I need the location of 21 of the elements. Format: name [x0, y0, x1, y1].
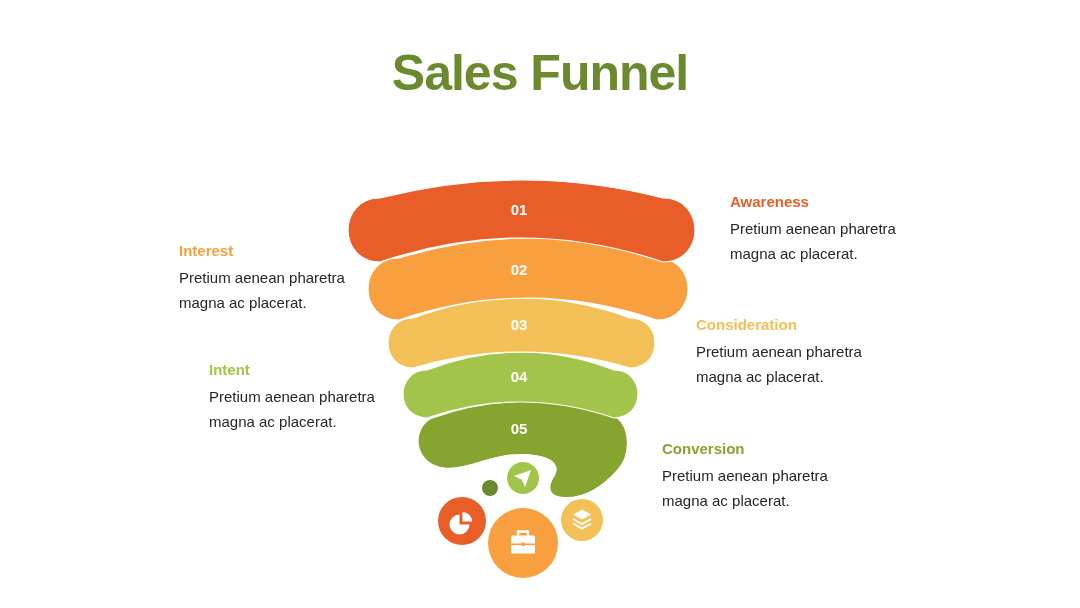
step-number: 03	[509, 316, 529, 334]
funnel-band	[418, 400, 628, 498]
step-number: 04	[509, 368, 529, 386]
funnel-band	[388, 298, 655, 368]
stage-description: Pretium aenean pharetra magna ac placerat.	[730, 219, 897, 264]
funnel-band	[368, 238, 688, 320]
stage-description: Pretium aenean pharetra magna ac placerat.	[179, 268, 346, 313]
stage-description: Pretium aenean pharetra magna ac placerat.	[662, 466, 829, 511]
title: Sales Funnel	[390, 44, 690, 103]
stage-description: Pretium aenean pharetra magna ac placerat.	[696, 342, 863, 387]
funnel-band	[403, 352, 638, 418]
funnel-band	[348, 180, 695, 262]
step-number: 01	[509, 201, 529, 219]
stage-heading: Awareness	[730, 193, 809, 211]
stage-heading: Conversion	[662, 440, 745, 458]
stage-heading: Intent	[209, 361, 250, 379]
stage-description: Pretium aenean pharetra magna ac placerat.	[209, 387, 376, 432]
step-number: 05	[509, 420, 529, 438]
step-number: 02	[509, 261, 529, 279]
stage-heading: Consideration	[696, 316, 797, 334]
stage-heading: Interest	[179, 242, 234, 260]
